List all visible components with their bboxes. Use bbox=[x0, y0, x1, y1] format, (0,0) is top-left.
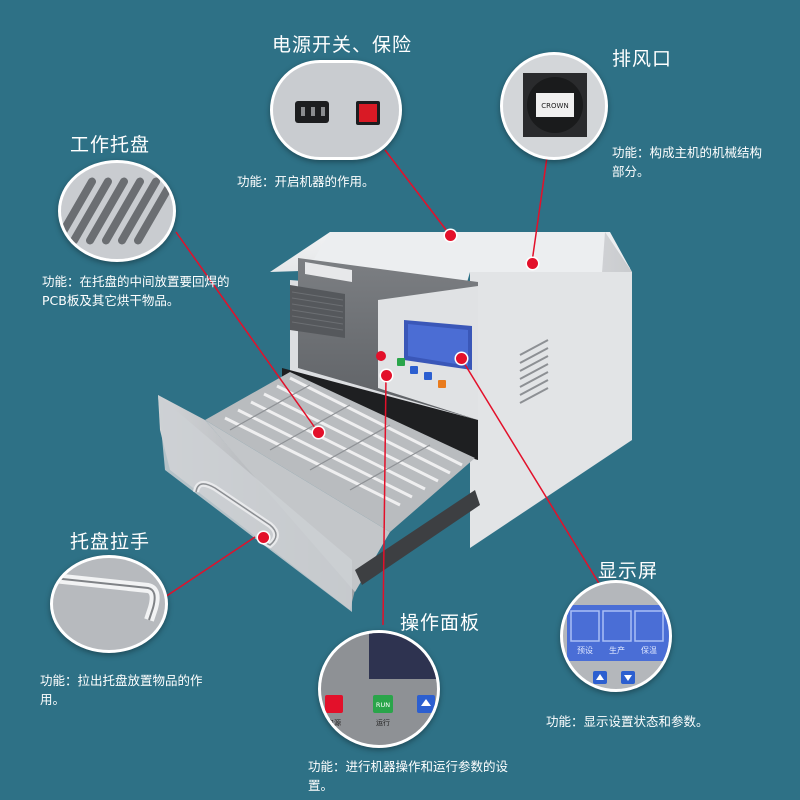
tray-callout-title: 工作托盘 bbox=[70, 134, 151, 156]
display-callout-desc: 功能：显示设置状态和参数。 bbox=[546, 714, 709, 729]
display-tab-produce: 生产 bbox=[609, 645, 625, 655]
power-icon bbox=[325, 695, 343, 713]
exhaust-callout-title: 排风口 bbox=[612, 48, 673, 70]
display-tab-hold: 保温 bbox=[641, 645, 657, 655]
panel-callout-title: 操作面板 bbox=[400, 612, 481, 634]
marker-display bbox=[455, 352, 467, 364]
tray-callout-desc: 功能：在托盘的中间放置要回焊的PCB板及其它烘干物品。 bbox=[42, 274, 230, 308]
handle-callout-title: 托盘拉手 bbox=[70, 531, 151, 553]
marker-exhaust bbox=[526, 257, 538, 269]
display-callout-title: 显示屏 bbox=[598, 560, 659, 582]
power-callout-title: 电源开关、保险 bbox=[272, 34, 413, 56]
rocker-switch-icon bbox=[359, 104, 377, 122]
marker-panel bbox=[380, 369, 392, 381]
power-button-caption: 电源 bbox=[327, 718, 341, 727]
marker-tray bbox=[312, 426, 324, 438]
marker-power bbox=[444, 229, 456, 241]
panel-detail-image: 电源 RUN 运行 bbox=[318, 630, 440, 748]
handle-callout-desc: 功能：拉出托盘放置物品的作用。 bbox=[40, 673, 203, 707]
tray-detail-image bbox=[58, 160, 176, 262]
fan-brand-label: CROWN bbox=[541, 102, 568, 110]
power-callout-desc: 功能：开启机器的作用。 bbox=[237, 174, 375, 189]
exhaust-detail-image: CROWN bbox=[500, 52, 608, 160]
power-detail-image bbox=[270, 60, 402, 160]
handle-detail-image bbox=[50, 555, 168, 653]
marker-handle bbox=[257, 531, 269, 543]
panel-callout-desc: 功能：进行机器操作和运行参数的设置。 bbox=[308, 759, 509, 793]
display-detail-image: 预设 生产 保温 bbox=[560, 580, 672, 692]
exhaust-callout-desc: 功能：构成主机的机械结构部分。 bbox=[612, 145, 763, 179]
display-tab-preset: 预设 bbox=[577, 645, 593, 655]
run-button-caption: 运行 bbox=[376, 718, 390, 727]
run-button-label: RUN bbox=[376, 701, 390, 709]
